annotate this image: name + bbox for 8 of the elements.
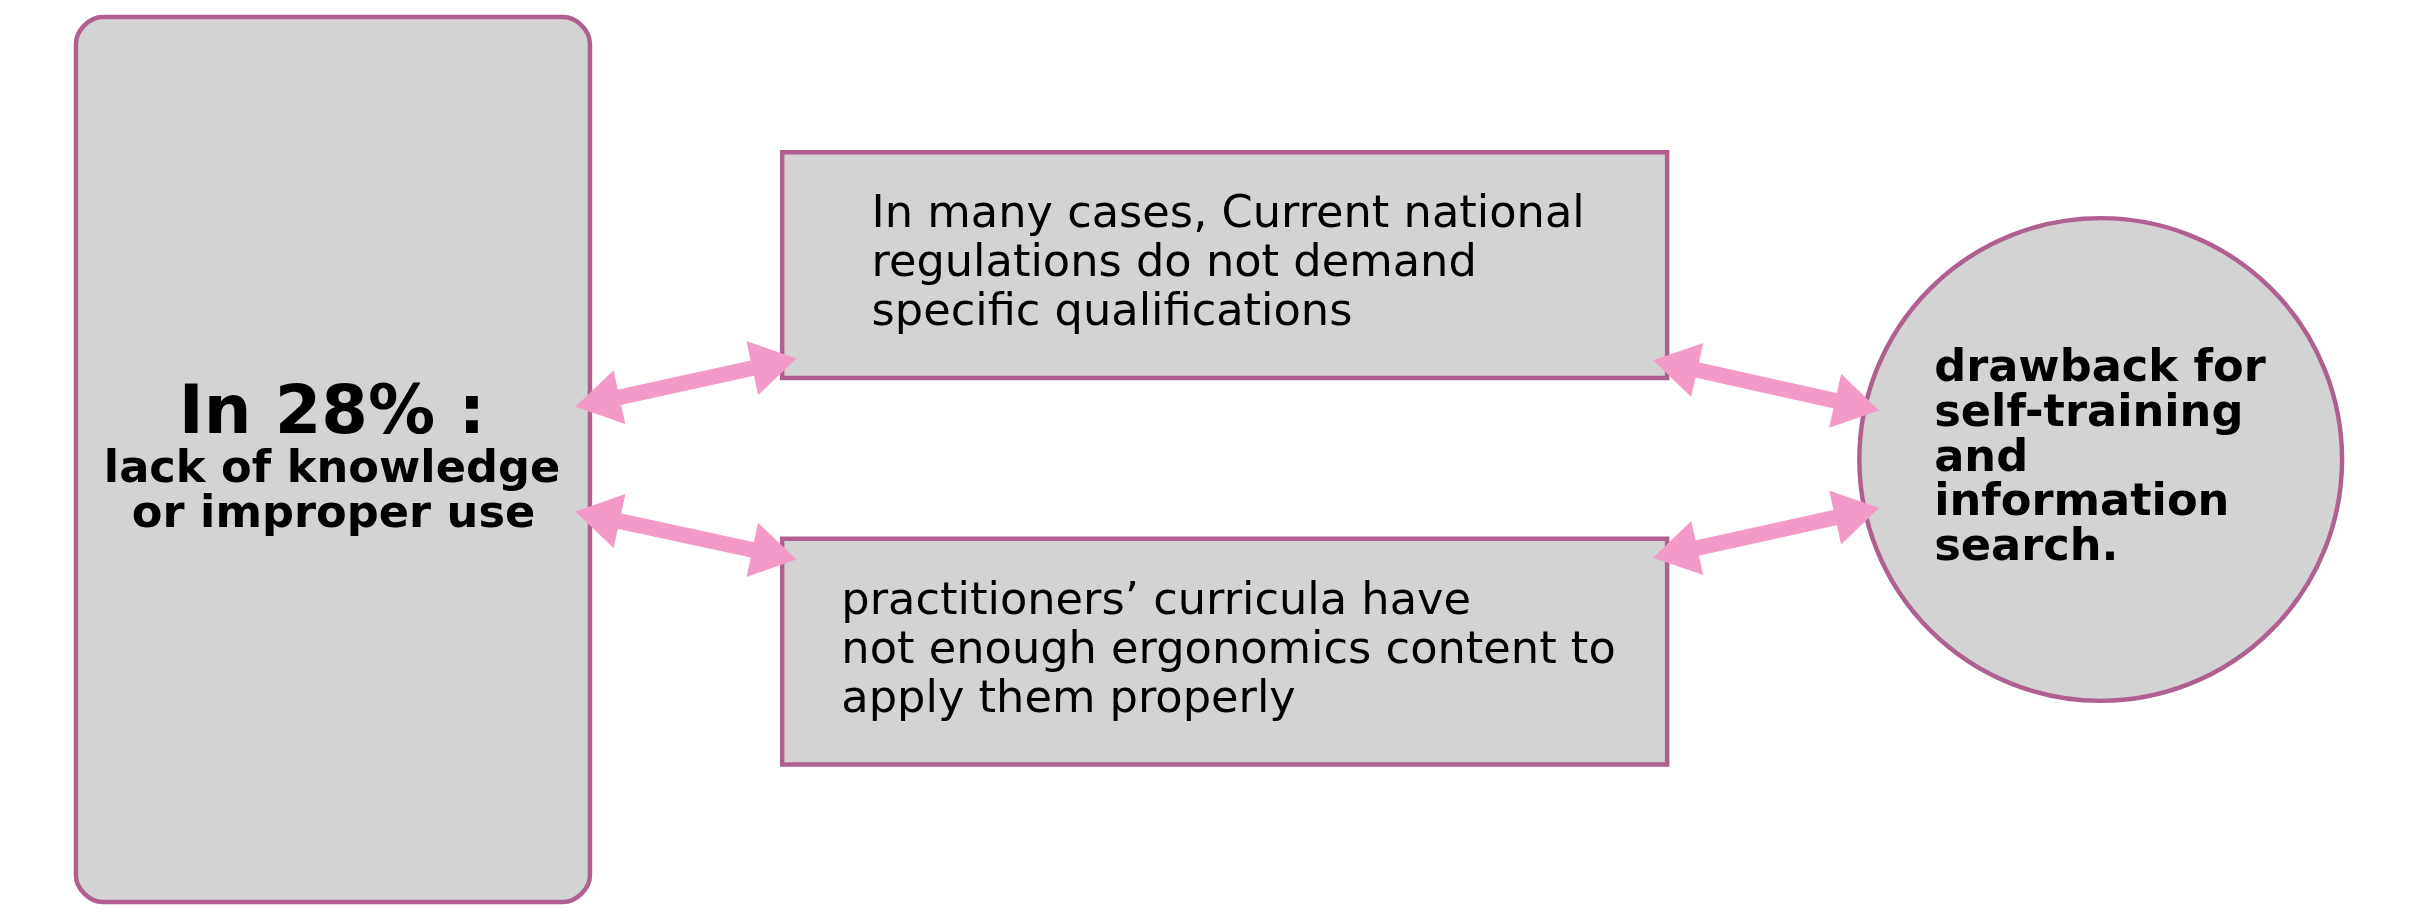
- node-box: In many cases, Current national regulations do not demand specific qualifications: [779, 149, 1669, 381]
- node-circle: drawback for self-training and information search.: [1856, 215, 2344, 704]
- arrow: [574, 494, 796, 577]
- arrow: [574, 341, 796, 425]
- node-box: In 28% : lack of knowledge or improper use: [73, 14, 592, 905]
- arrow: [1652, 343, 1879, 428]
- node-box: practitioners’ curricula have not enough ergonomics content to apply them properly: [779, 536, 1669, 767]
- arrow: [1652, 490, 1879, 575]
